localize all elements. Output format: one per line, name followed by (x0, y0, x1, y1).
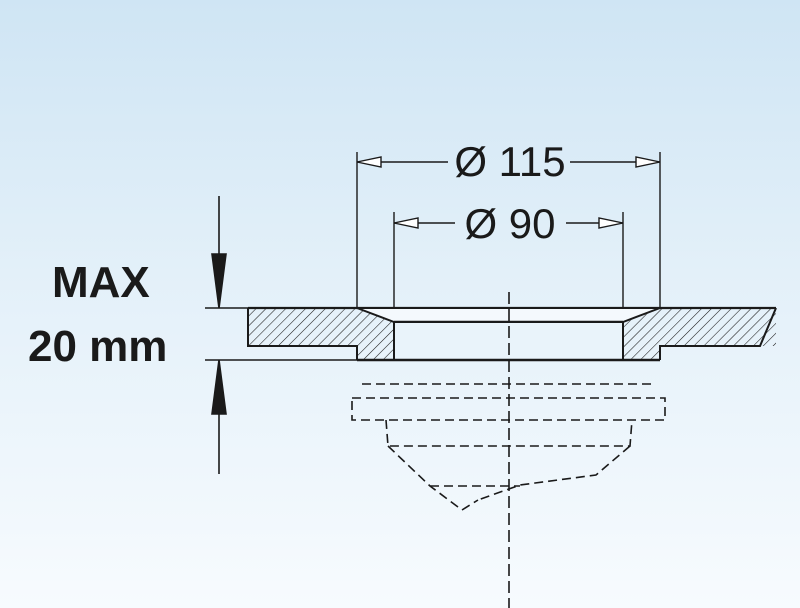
arrowhead-left (356, 156, 382, 168)
arrowhead-right (598, 217, 624, 229)
arrowhead-up (211, 359, 227, 415)
countertop-right-hatch (623, 308, 776, 360)
extension-lines (205, 152, 661, 361)
outer-diameter-label: Ø 115 (454, 138, 566, 185)
countertop-section (247, 306, 777, 360)
countertop-left-hatch (248, 308, 394, 360)
countertop-left-outline (247, 308, 358, 360)
inner-diameter-label: Ø 90 (464, 200, 556, 247)
arrowhead-right (635, 156, 661, 168)
thickness-label-value: 20 mm (28, 322, 168, 371)
outer-diameter-dimension (356, 156, 661, 168)
countertop-right-outline (659, 307, 777, 360)
thickness-dimension (211, 196, 227, 474)
inner-diameter-dimension (393, 217, 624, 229)
arrowhead-left (393, 217, 419, 229)
thickness-label-max: MAX (52, 258, 150, 307)
hidden-tail-right (477, 445, 631, 501)
arrowhead-down (211, 253, 227, 309)
hidden-tail-left (387, 445, 479, 511)
